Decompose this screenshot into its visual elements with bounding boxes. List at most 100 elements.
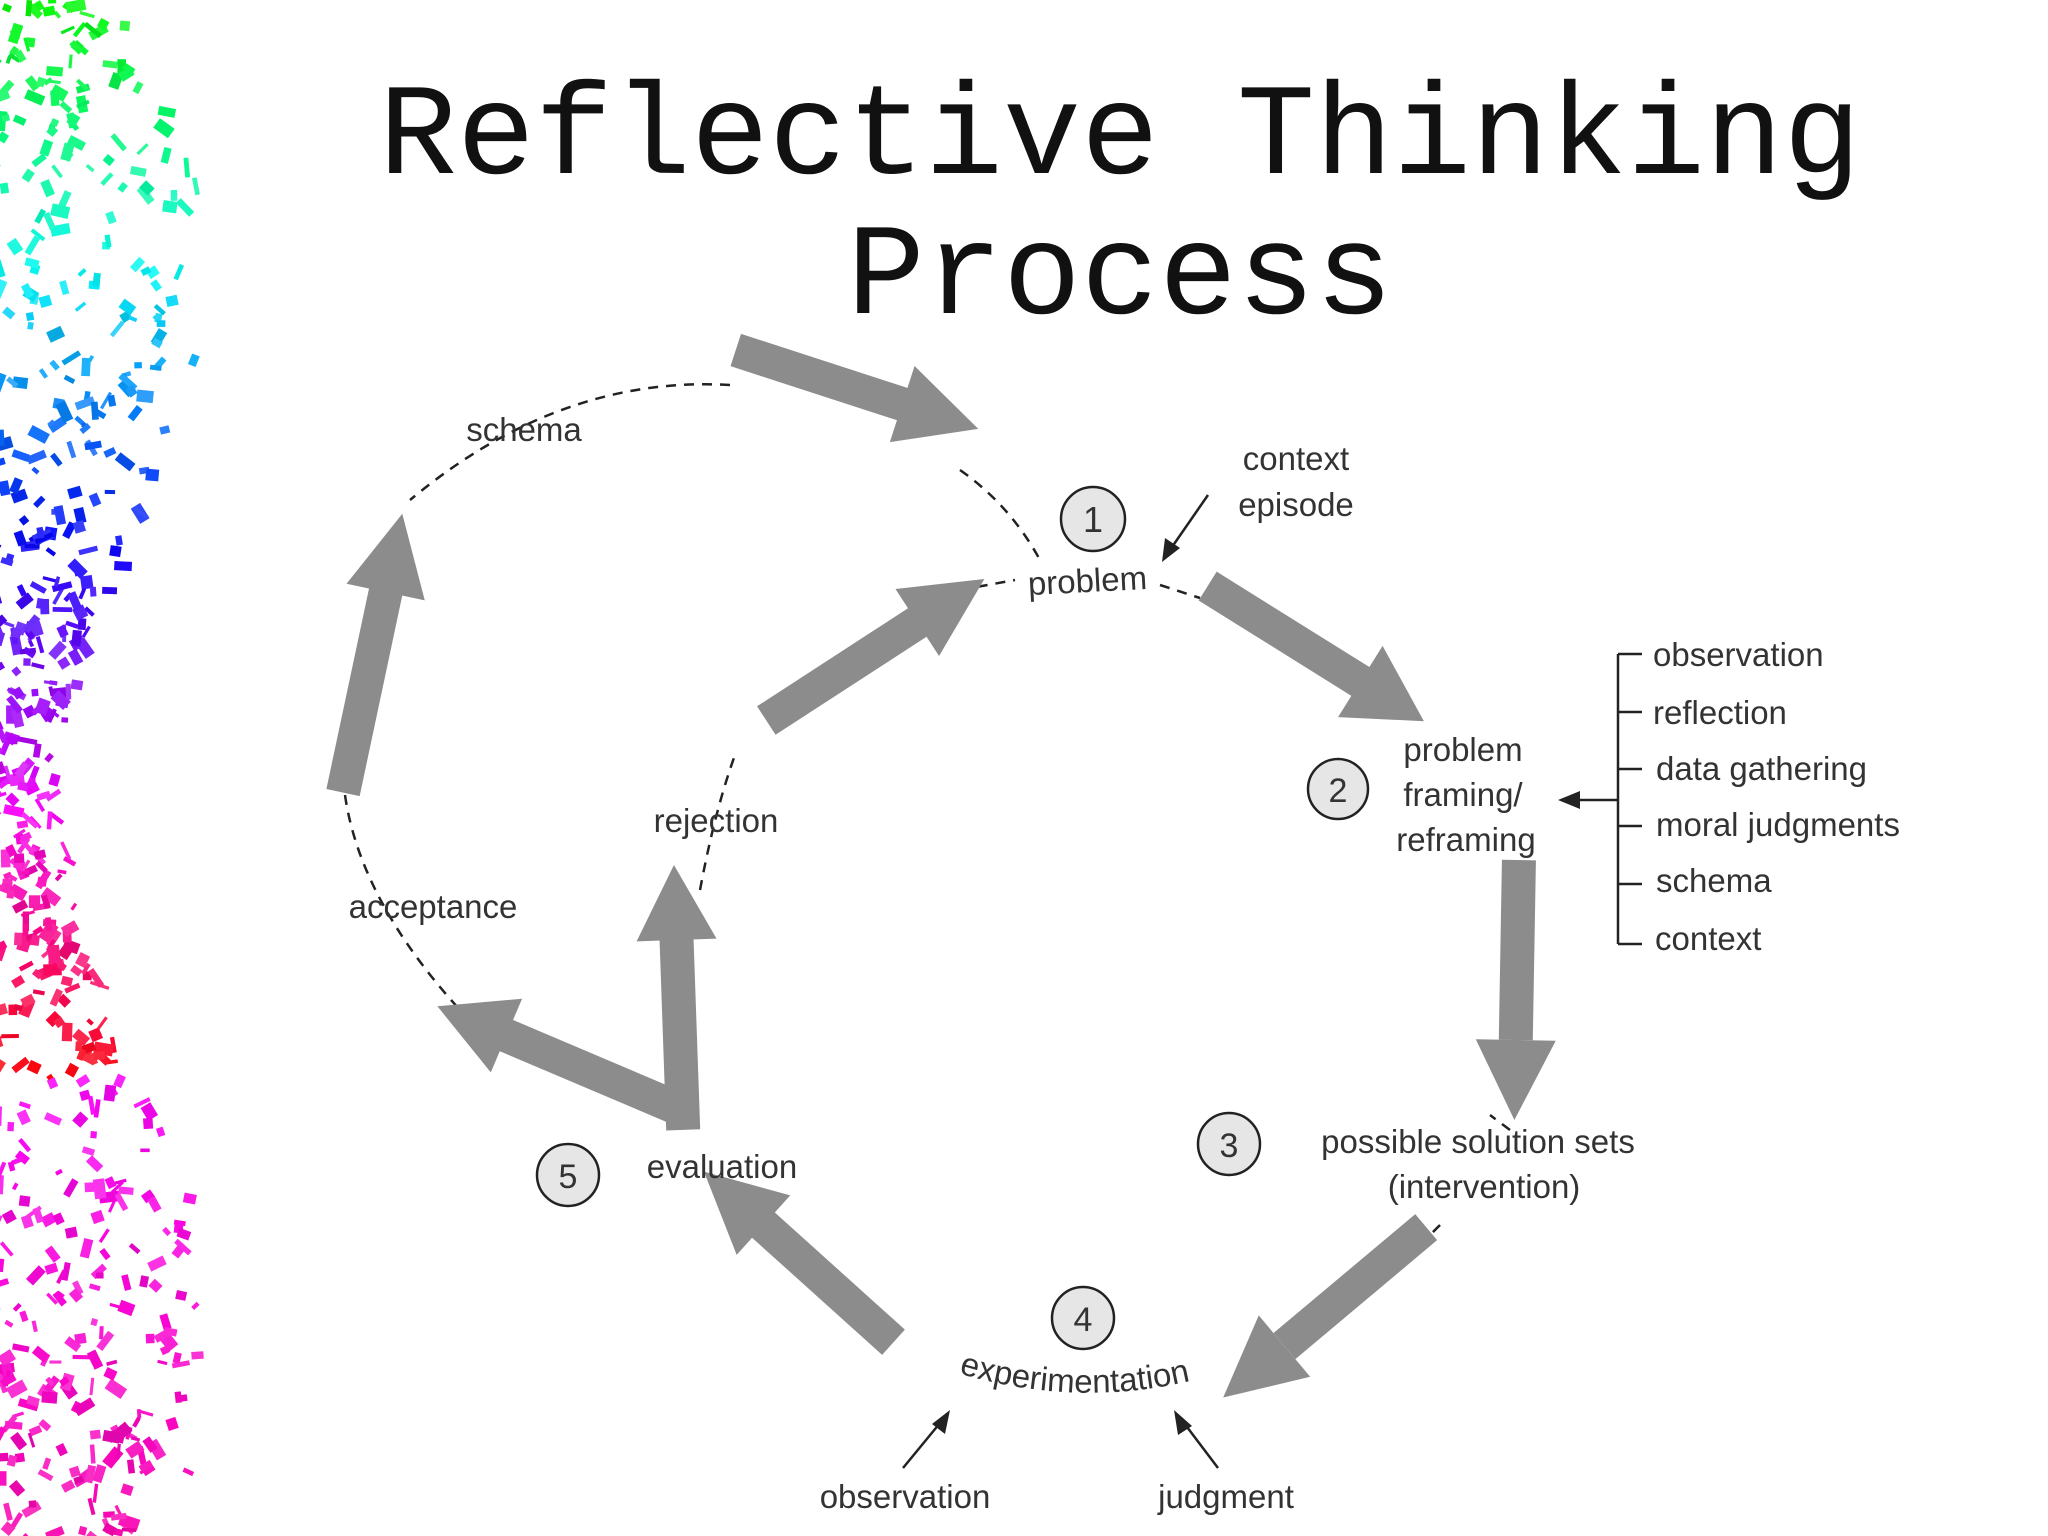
confetti-piece xyxy=(115,535,123,546)
confetti-piece xyxy=(56,624,69,638)
confetti-piece xyxy=(46,1077,59,1090)
confetti-piece xyxy=(89,1444,96,1464)
confetti-piece xyxy=(0,661,6,676)
confetti-piece xyxy=(5,55,12,64)
confetti-piece xyxy=(175,1290,188,1301)
confetti-piece xyxy=(50,118,60,128)
confetti-piece xyxy=(46,1292,58,1305)
confetti-piece xyxy=(24,235,41,256)
confetti-piece xyxy=(113,1178,127,1186)
confetti-piece xyxy=(21,168,35,183)
confetti-piece xyxy=(10,1512,24,1528)
confetti-piece xyxy=(153,303,166,316)
confetti-piece xyxy=(39,139,54,157)
confetti-piece xyxy=(74,301,87,312)
confetti-piece xyxy=(44,1526,65,1536)
context-episode-arrow xyxy=(1162,494,1210,562)
confetti-piece xyxy=(76,1048,87,1061)
experimentation-input-arrows xyxy=(902,1410,1219,1469)
confetti-piece xyxy=(114,561,133,572)
dashed-cycle-path xyxy=(343,383,1511,1241)
confetti-piece xyxy=(191,1351,204,1360)
confetti-piece xyxy=(49,84,69,102)
confetti-piece xyxy=(32,925,44,936)
confetti-piece xyxy=(4,1420,23,1430)
confetti-piece xyxy=(140,1148,150,1153)
confetti-piece xyxy=(183,157,191,178)
confetti-piece xyxy=(73,1397,96,1417)
confetti-piece xyxy=(108,1199,117,1213)
confetti-piece xyxy=(16,584,27,597)
confetti-piece xyxy=(28,639,35,648)
confetti-piece xyxy=(31,1345,50,1363)
confetti-piece xyxy=(173,1219,186,1227)
confetti-piece xyxy=(31,688,39,697)
confetti-piece xyxy=(88,1052,99,1065)
confetti-piece xyxy=(0,1003,9,1018)
confetti-piece xyxy=(29,581,47,594)
confetti-piece xyxy=(11,666,22,677)
confetti-piece xyxy=(81,1146,96,1156)
confetti-piece xyxy=(182,1192,197,1205)
confetti-piece xyxy=(90,401,99,420)
confetti-piece xyxy=(114,452,136,472)
confetti-piece xyxy=(60,841,72,860)
confetti-piece xyxy=(49,359,60,371)
step-2-number: 2 xyxy=(1329,772,1348,810)
confetti-piece xyxy=(132,1416,141,1428)
confetti-piece xyxy=(18,1101,31,1110)
episode-input-label: episode xyxy=(1238,486,1354,523)
confetti-piece xyxy=(100,172,114,186)
confetti-piece xyxy=(68,1288,84,1303)
confetti-piece xyxy=(134,362,142,369)
confetti-piece xyxy=(162,1226,172,1237)
confetti-piece xyxy=(84,1530,103,1536)
confetti-piece xyxy=(40,894,51,909)
confetti-piece xyxy=(57,869,67,875)
confetti-piece xyxy=(0,182,10,194)
confetti-piece xyxy=(87,1497,96,1516)
confetti-piece xyxy=(22,704,37,719)
confetti-piece xyxy=(28,1500,37,1508)
confetti-piece xyxy=(96,1330,115,1352)
confetti-piece xyxy=(37,1469,54,1482)
confetti-piece xyxy=(51,164,63,179)
confetti-piece xyxy=(142,1436,158,1453)
confetti-piece xyxy=(22,614,41,634)
confetti-piece xyxy=(18,1195,31,1207)
confetti-piece xyxy=(53,576,61,588)
confetti-piece xyxy=(53,1016,66,1029)
confetti-piece xyxy=(89,586,97,597)
framing-input-data-gathering: data gathering xyxy=(1656,750,1867,787)
step-2: 2 xyxy=(1306,757,1370,821)
confetti-piece xyxy=(6,1454,18,1467)
framing-input-arrowhead xyxy=(1558,791,1580,809)
confetti-piece xyxy=(102,60,118,69)
confetti-piece xyxy=(157,1359,168,1366)
confetti-piece xyxy=(5,732,19,746)
dashed-segment-solution xyxy=(1489,1114,1511,1131)
confetti-piece xyxy=(140,1189,156,1204)
confetti-piece xyxy=(130,1436,141,1442)
confetti-piece xyxy=(52,1290,67,1307)
confetti-piece xyxy=(81,625,91,638)
confetti-piece xyxy=(89,1429,101,1440)
confetti-piece xyxy=(117,1299,136,1317)
confetti-piece xyxy=(15,592,34,610)
confetti-piece xyxy=(18,1138,32,1153)
confetti-piece xyxy=(1,1209,17,1225)
confetti-piece xyxy=(159,1345,170,1356)
confetti-piece xyxy=(110,1512,127,1521)
confetti-piece xyxy=(0,1452,9,1463)
observation-arrow xyxy=(902,1422,941,1469)
confetti-piece xyxy=(84,606,95,617)
confetti-piece xyxy=(23,37,31,52)
confetti-piece xyxy=(2,306,16,320)
confetti-piece xyxy=(137,1409,154,1417)
confetti-piece xyxy=(46,65,64,77)
confetti-piece xyxy=(84,1464,97,1484)
confetti-piece xyxy=(27,425,50,444)
confetti-piece xyxy=(9,477,23,495)
confetti-piece xyxy=(32,1206,44,1224)
confetti-piece xyxy=(0,940,8,953)
